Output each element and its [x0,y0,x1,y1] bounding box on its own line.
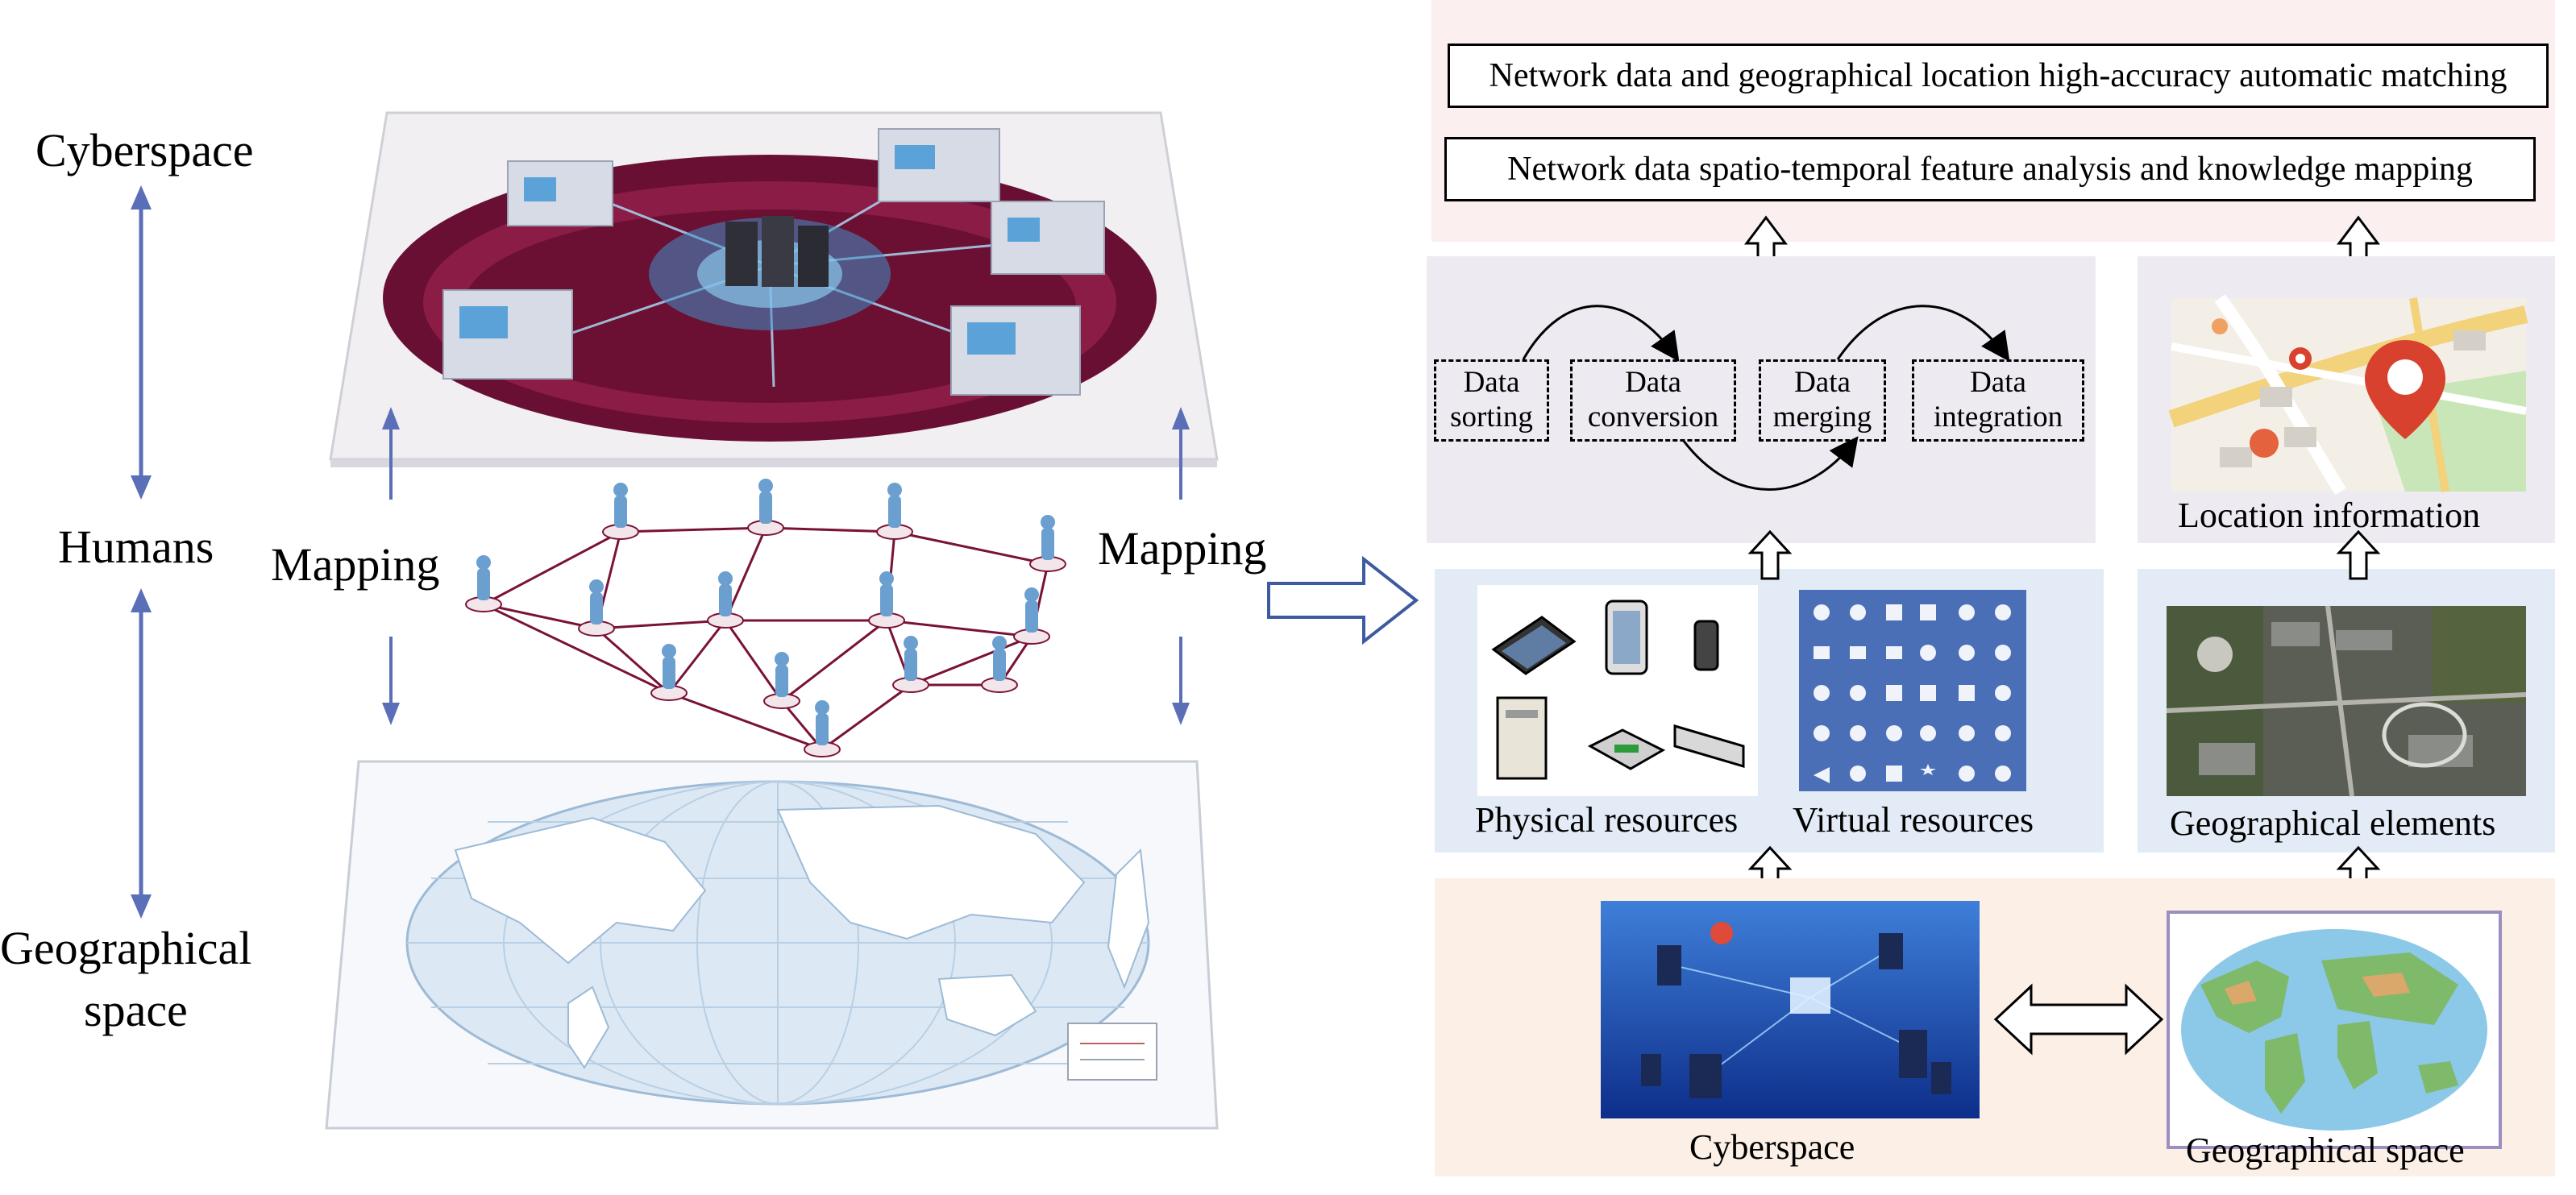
mapping-right-up-arrow [1172,407,1190,500]
mapping-left-label: Mapping [271,538,440,591]
mapping-left-up-arrow [382,407,400,500]
cyberspace-platform-image [329,111,1219,467]
top-panel [1431,0,2555,242]
location-information-caption: Location information [2178,496,2481,535]
mapping-left-down-arrow [382,637,400,725]
cyberspace-caption: Cyberspace [1689,1127,1855,1167]
data-sorting-line1: Data [1463,366,1520,400]
humans-label: Humans [58,521,214,573]
geographical-label-line2: space [84,984,188,1036]
mapping-right-label: Mapping [1098,522,1267,575]
big-right-hollow-arrow [1267,555,1419,645]
data-integration-line1: Data [1970,366,2026,400]
geographical-space-caption: Geographical space [2186,1131,2465,1170]
geographical-map-image [325,760,1219,1130]
data-merging-line1: Data [1794,366,1851,400]
cyberspace-image [1601,901,1980,1118]
cyber-humans-double-arrow [131,185,152,500]
physical-resources-caption: Physical resources [1475,800,1739,840]
virtual-resources-caption: Virtual resources [1793,800,2034,840]
double-hollow-arrow [1993,983,2164,1056]
data-integration-line2: integration [1933,400,2063,434]
physical-resources-image [1477,585,1758,796]
data-sorting-line2: sorting [1450,400,1533,434]
data-conversion-line1: Data [1625,366,1681,400]
up-arrow-resources-to-process [1747,529,1793,580]
cyberspace-label: Cyberspace [35,124,254,176]
satellite-image [2166,605,2527,797]
data-merging-line2: merging [1772,400,1872,434]
humans-geo-double-arrow [131,588,152,919]
virtual-resources-image [1799,590,2026,791]
location-map-image [2168,294,2528,496]
geographical-elements-caption: Geographical elements [2170,803,2496,843]
process-panel [1427,256,2096,543]
mapping-right-down-arrow [1172,637,1190,725]
world-map-image [2167,911,2502,1149]
top-box-analysis: Network data spatio-temporal feature ana… [1444,137,2536,201]
top-box-matching: Network data and geographical location h… [1448,44,2549,108]
human-network-image [465,479,1066,757]
geographical-label-line1: Geographical [0,922,252,974]
process-flow-arrows [1522,305,2010,491]
up-arrow-geo-to-location [2336,529,2381,580]
data-conversion-line2: conversion [1587,400,1719,434]
